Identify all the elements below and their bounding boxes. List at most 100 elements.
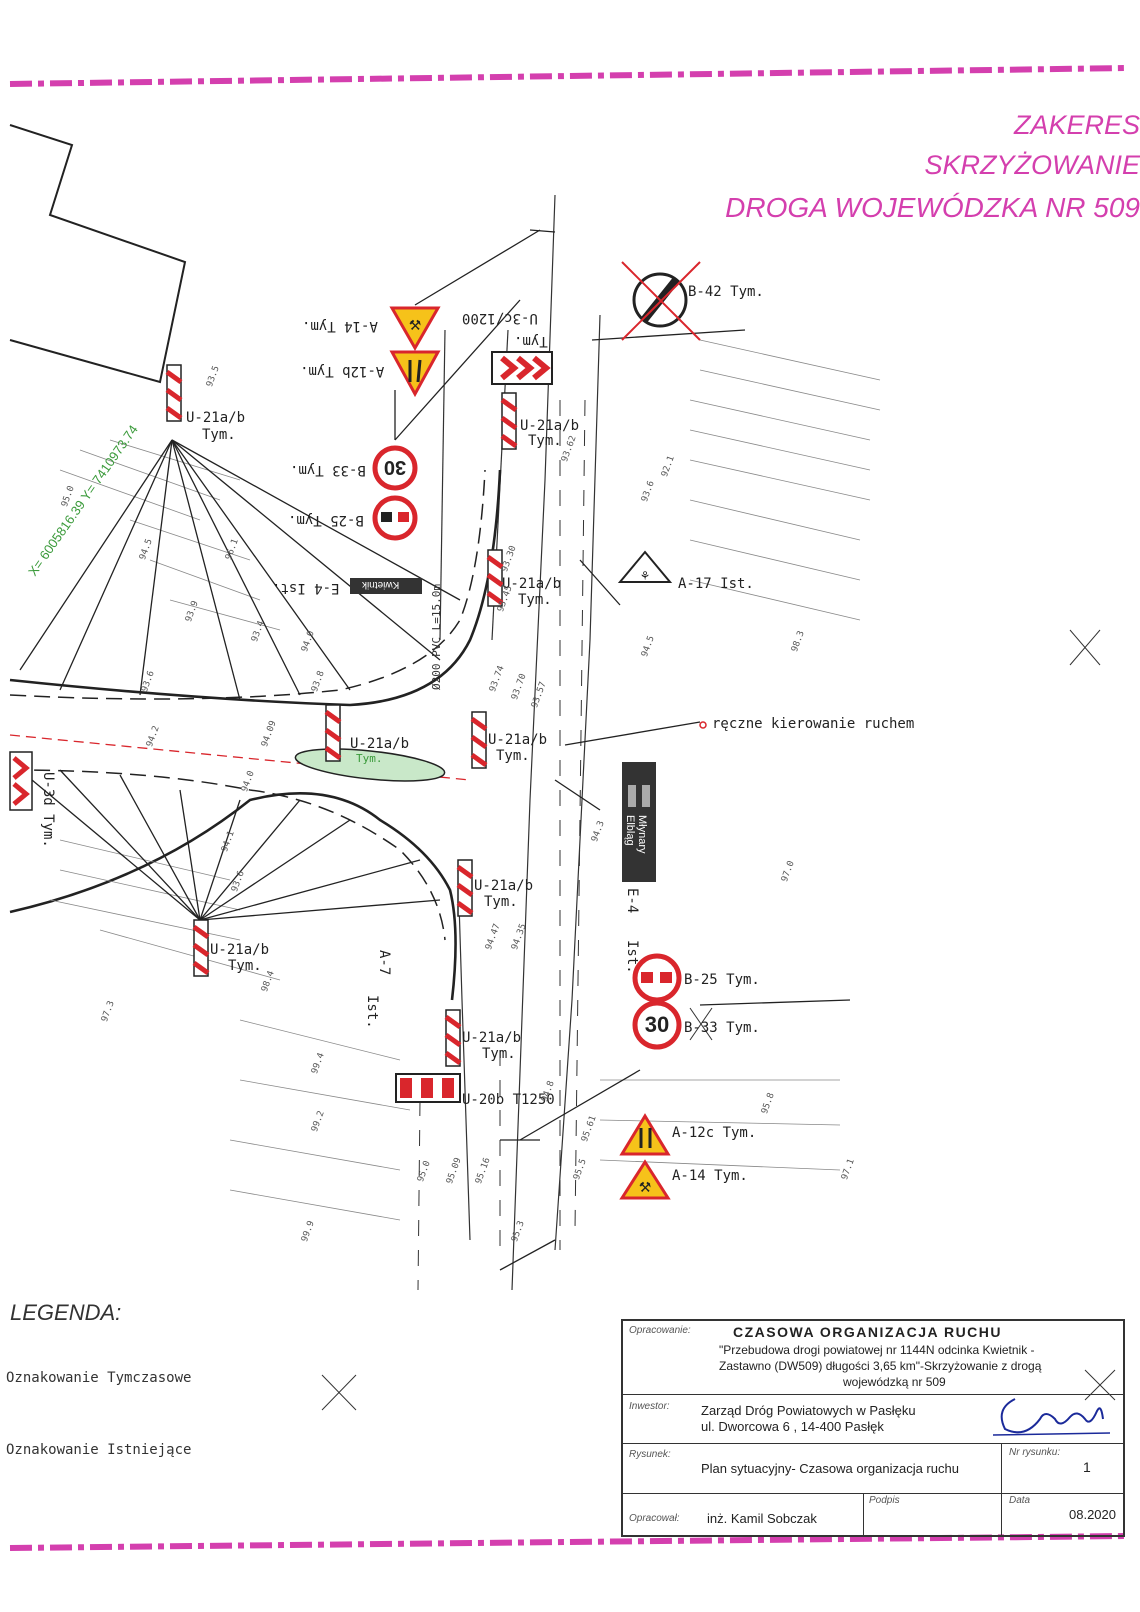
sign-e4-elblag-icon: [622, 762, 656, 882]
label-b25-bottom: B-25 Tym.: [684, 972, 760, 988]
title-line-3: DROGA WOJEWÓDZKA NR 509: [725, 192, 1140, 223]
label-b33-top: B-33 Tym.: [290, 462, 366, 478]
side-road-curbs: [9, 469, 502, 1001]
label-u3c: U-3c/1200: [462, 310, 538, 326]
svg-text:⚘: ⚘: [640, 569, 651, 583]
tb-opracowal-value: inż. Kamil Sobczak: [707, 1511, 817, 1526]
legend-item-temporary: Oznakowanie Tymczasowe: [6, 1370, 192, 1386]
sign-e4-kwietnik-icon: [350, 578, 422, 594]
tb-podpis-label: Podpis: [869, 1495, 900, 1506]
label-u21-5: U-21a/b: [488, 732, 548, 748]
tb-divider-right: [1001, 1443, 1002, 1537]
label-u21-2-tym: Tym.: [528, 433, 562, 449]
u21-posts: [165, 364, 518, 1067]
speed-limit-bottom: 30: [644, 1012, 670, 1037]
tb-data-value: 08.2020: [1069, 1507, 1116, 1522]
sign-a12b-icon: [389, 350, 441, 398]
u21-post-7: [192, 919, 210, 977]
label-e4-top: E-4 Ist.: [272, 580, 340, 596]
sign-a14-top-icon: ⚒: [389, 306, 441, 352]
pipe-label: Ø200 PVC L=15.0m: [430, 584, 443, 690]
label-u21-3-tym: Tym.: [518, 592, 552, 608]
svg-text:⚒: ⚒: [409, 318, 422, 334]
sign-b33-top-icon: [372, 445, 418, 491]
u21-post-5: [470, 711, 488, 769]
cross-markers: [321, 629, 1116, 1411]
label-e4-bottom-ist: Ist.: [624, 940, 640, 974]
label-elblag: Elbląg: [624, 815, 636, 846]
label-u21-1-tym: Tym.: [202, 427, 236, 443]
tb-row-inwestor: [623, 1394, 1123, 1395]
title-block: Opracowanie: CZASOWA ORGANIZACJA RUCHU "…: [621, 1319, 1125, 1537]
legend-title: LEGENDA:: [10, 1300, 122, 1325]
title-line-2: SKRZYŻOWANIE: [924, 150, 1140, 180]
label-b42: B-42 Tym.: [688, 284, 764, 300]
crossing-ladder: [417, 399, 586, 1291]
tb-project-line-1: "Przebudowa drogi powiatowej nr 1144N od…: [719, 1343, 1035, 1357]
tb-heading: CZASOWA ORGANIZACJA RUCHU: [733, 1324, 1003, 1340]
label-u21-4: U-21a/b: [350, 736, 410, 752]
u21-post-1: [165, 364, 183, 422]
sign-b25-top-icon: [372, 495, 418, 541]
label-u21-3: U-21a/b: [502, 576, 562, 592]
sign-u3c-icon: [491, 351, 553, 385]
tb-inwestor-line-1: Zarząd Dróg Powiatowych w Pasłęku: [701, 1403, 916, 1418]
u21-post-2: [500, 392, 518, 450]
tb-inwestor-label: Inwestor:: [629, 1401, 670, 1412]
label-a17: A-17 Ist.: [678, 576, 754, 592]
label-u3c-tym: Tym.: [514, 333, 548, 349]
sign-a17-icon: ⚘: [617, 550, 673, 583]
u21-post-6: [456, 859, 474, 917]
title-line-1: ZAKERES: [1013, 110, 1140, 140]
tb-opracowal-label: Opracował:: [629, 1513, 680, 1524]
u21-post-4: [324, 704, 342, 762]
traffic-control-marker-icon: [699, 721, 707, 729]
legend-item-existing: Oznakowanie Istniejące: [6, 1442, 192, 1458]
label-a7-ist: Ist.: [364, 995, 380, 1029]
side-road-dashed: [9, 469, 486, 941]
tb-project-line-2: Zastawno (DW509) długości 3,65 km"-Skrzy…: [719, 1359, 1042, 1373]
label-u21-6-tym: Tym.: [484, 894, 518, 910]
label-u20b: U-20b T1250: [462, 1092, 555, 1108]
label-u21-8-tym: Tym.: [482, 1046, 516, 1062]
label-u21-7-tym: Tym.: [228, 958, 262, 974]
label-u21-5-tym: Tym.: [496, 748, 530, 764]
tb-opracowanie-label: Opracowanie:: [629, 1325, 691, 1336]
label-a7: A-7: [376, 950, 392, 976]
label-u21-2: U-21a/b: [520, 418, 580, 434]
building-outline: [9, 124, 187, 384]
label-a14-bottom: A-14 Tym.: [672, 1168, 748, 1184]
u21-post-8: [444, 1009, 462, 1067]
tb-rysunek-label: Rysunek:: [629, 1449, 671, 1460]
tb-nr-value: 1: [1083, 1459, 1091, 1475]
label-e4-bottom: E-4: [624, 888, 640, 914]
svg-text:⚒: ⚒: [639, 1180, 652, 1196]
tb-divider-mid: [863, 1493, 864, 1537]
label-manual-traffic-control: ręczne kierowanie ruchem: [712, 716, 915, 732]
leader-lines: [394, 229, 851, 1271]
label-a12b: A-12b Tym.: [300, 363, 385, 379]
sign-b25-bottom-icon: [632, 953, 682, 1003]
sign-b42-icon: [621, 261, 701, 341]
label-a12c: A-12c Tym.: [672, 1125, 757, 1141]
speed-limit-top: 30: [383, 456, 407, 478]
sign-u3d-icon: [9, 751, 33, 811]
tb-data-label: Data: [1009, 1495, 1031, 1506]
label-a14-top: A-14 Tym.: [302, 318, 378, 334]
sign-u20b-icon: [395, 1073, 461, 1103]
hatching: [49, 339, 881, 1221]
sign-a12c-icon: [619, 1113, 671, 1156]
label-u21-4-tym: Tym.: [356, 752, 383, 765]
fan-lines: [19, 439, 461, 921]
label-b25-top: B-25 Tym.: [288, 512, 364, 528]
tb-project-line-3: wojewódzką nr 509: [843, 1375, 946, 1389]
label-u21-1: U-21a/b: [186, 410, 246, 426]
signature-image: [992, 1398, 1111, 1436]
label-b33-bottom: B-33 Tym.: [684, 1020, 760, 1036]
label-u21-6: U-21a/b: [474, 878, 534, 894]
label-u3d: U-3d Tym.: [40, 772, 56, 848]
u21-post-3: [486, 549, 504, 607]
label-u21-7: U-21a/b: [210, 942, 270, 958]
